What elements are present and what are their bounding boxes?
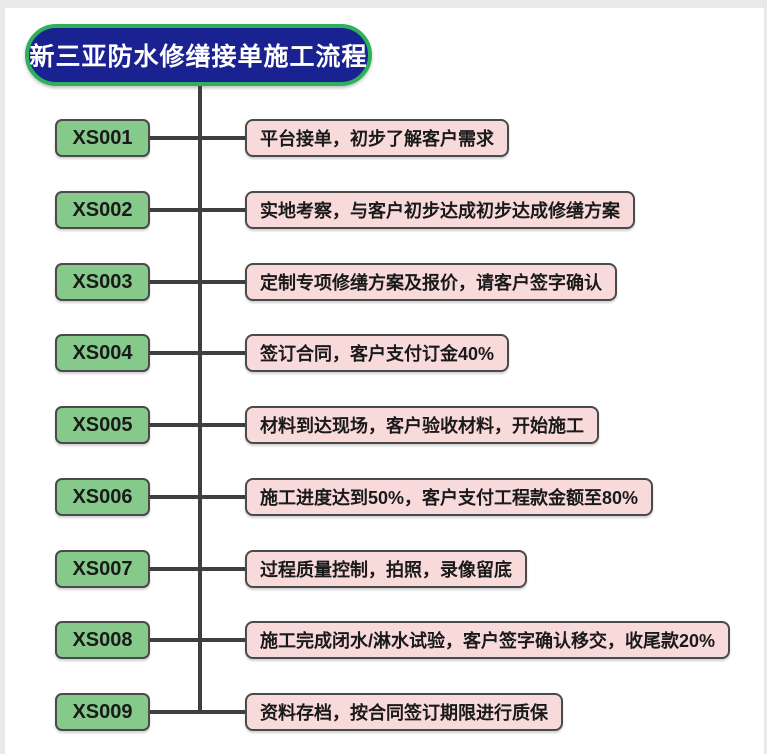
- flow-row: XS007 过程质量控制，拍照，录像留底: [0, 550, 767, 588]
- flow-row: XS008 施工完成闭水/淋水试验，客户签字确认移交，收尾款20%: [0, 621, 767, 659]
- step-desc-box: 过程质量控制，拍照，录像留底: [245, 550, 527, 588]
- frame-edge-top: [0, 0, 767, 8]
- flow-row: XS004 签订合同，客户支付订金40%: [0, 334, 767, 372]
- step-code-box: XS003: [55, 263, 150, 301]
- frame-edge-right: [764, 0, 767, 754]
- step-desc-box: 材料到达现场，客户验收材料，开始施工: [245, 406, 599, 444]
- connector-line: [147, 638, 248, 642]
- step-desc-box: 定制专项修缮方案及报价，请客户签字确认: [245, 263, 617, 301]
- connector-line: [147, 280, 248, 284]
- step-desc-box: 实地考察，与客户初步达成初步达成修缮方案: [245, 191, 635, 229]
- connector-line: [147, 136, 248, 140]
- flow-row: XS009 资料存档，按合同签订期限进行质保: [0, 693, 767, 731]
- connector-line: [147, 567, 248, 571]
- step-code-box: XS001: [55, 119, 150, 157]
- flow-row: XS005 材料到达现场，客户验收材料，开始施工: [0, 406, 767, 444]
- step-code-box: XS007: [55, 550, 150, 588]
- step-desc-box: 施工完成闭水/淋水试验，客户签字确认移交，收尾款20%: [245, 621, 731, 659]
- step-desc-box: 施工进度达到50%，客户支付工程款金额至80%: [245, 478, 654, 516]
- connector-line: [147, 423, 248, 427]
- step-code-box: XS008: [55, 621, 150, 659]
- connector-line: [147, 208, 248, 212]
- flow-row: XS001 平台接单，初步了解客户需求: [0, 119, 767, 157]
- step-code-box: XS004: [55, 334, 150, 372]
- flow-row: XS002 实地考察，与客户初步达成初步达成修缮方案: [0, 191, 767, 229]
- flow-row: XS006 施工进度达到50%，客户支付工程款金额至80%: [0, 478, 767, 516]
- step-desc-box: 签订合同，客户支付订金40%: [245, 334, 510, 372]
- connector-line: [147, 351, 248, 355]
- connector-line: [147, 710, 248, 714]
- step-code-box: XS002: [55, 191, 150, 229]
- flowchart-title: 新三亚防水修缮接单施工流程: [25, 24, 372, 86]
- step-desc-box: 平台接单，初步了解客户需求: [245, 119, 509, 157]
- step-code-box: XS009: [55, 693, 150, 731]
- step-desc-box: 资料存档，按合同签订期限进行质保: [245, 693, 563, 731]
- step-code-box: XS006: [55, 478, 150, 516]
- flow-row: XS003 定制专项修缮方案及报价，请客户签字确认: [0, 263, 767, 301]
- frame-edge-left: [0, 0, 5, 754]
- trunk-line: [198, 86, 202, 714]
- connector-line: [147, 495, 248, 499]
- step-code-box: XS005: [55, 406, 150, 444]
